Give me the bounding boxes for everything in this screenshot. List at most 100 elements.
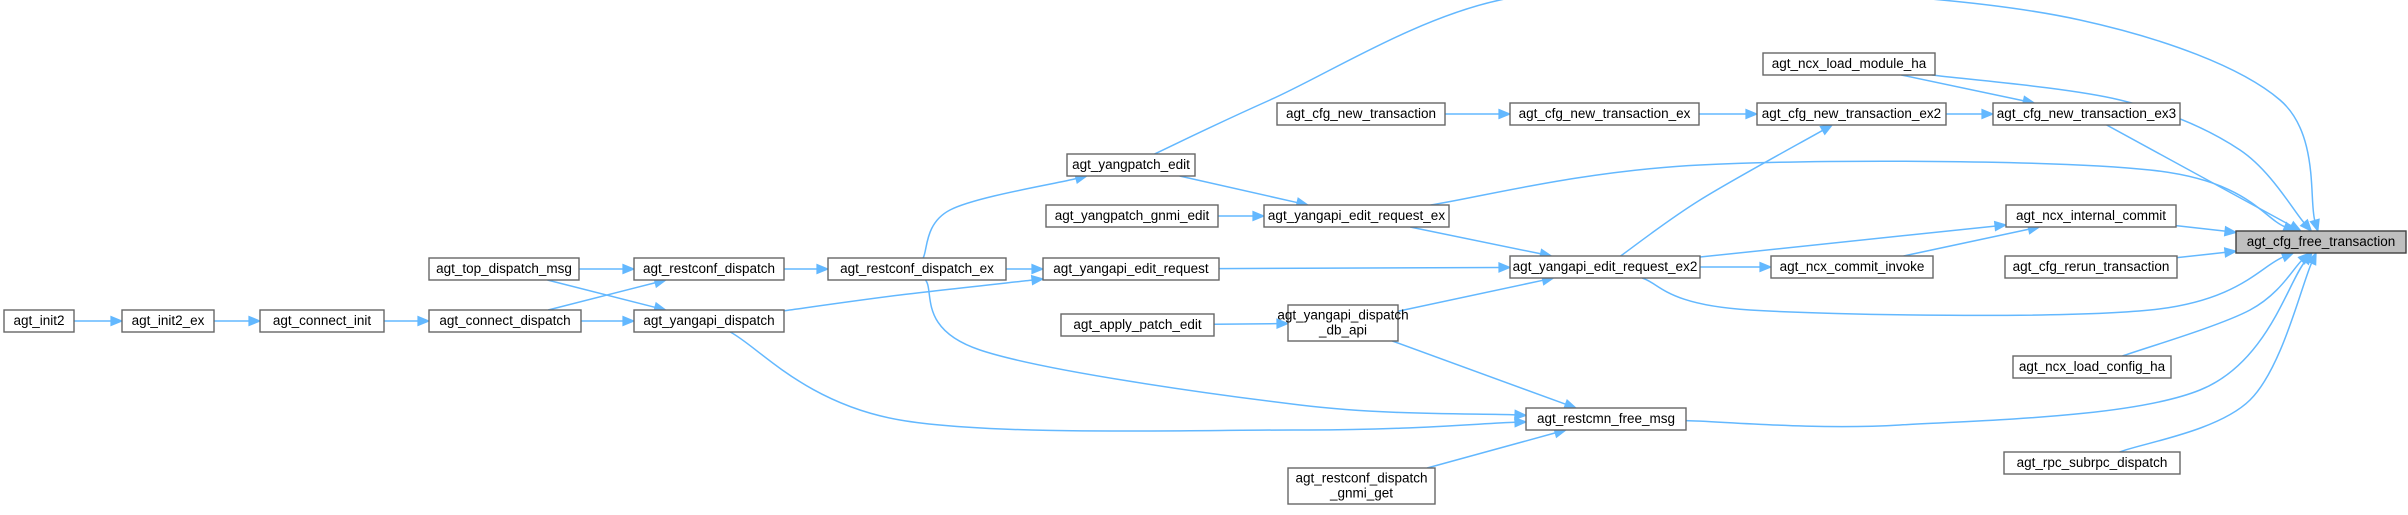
node-box — [1992, 102, 2181, 126]
edge-arrowhead — [110, 315, 124, 327]
node-box — [1287, 467, 1436, 505]
node-agt_ncx_load_config_ha[interactable]: agt_ncx_load_config_ha — [2012, 355, 2172, 379]
edge-line — [1409, 226, 1541, 255]
node-agt_yangapi_dispatch_db_api[interactable]: agt_yangapi_dispatch_db_api — [1277, 304, 1409, 342]
node-agt_restconf_dispatch[interactable]: agt_restconf_dispatch — [633, 257, 785, 281]
node-label: agt_connect_dispatch — [439, 313, 570, 328]
node-agt_top_dispatch_msg[interactable]: agt_top_dispatch_msg — [428, 257, 580, 281]
node-box — [633, 257, 785, 281]
node-agt_cfg_rerun_transaction[interactable]: agt_cfg_rerun_transaction — [2004, 255, 2178, 279]
edge-line — [2176, 251, 2226, 259]
node-label: agt_yangapi_edit_request_ex2 — [1513, 259, 1698, 274]
edge-line — [1901, 74, 2024, 102]
node-agt_apply_patch_edit[interactable]: agt_apply_patch_edit — [1060, 313, 1215, 337]
node-agt_ncx_commit_invoke[interactable]: agt_ncx_commit_invoke — [1770, 255, 1934, 279]
node-agt_cfg_new_transaction_ex3[interactable]: agt_cfg_new_transaction_ex3 — [1992, 102, 2181, 126]
node-label: agt_connect_init — [273, 313, 372, 328]
node-agt_yangapi_edit_request_ex2[interactable]: agt_yangapi_edit_request_ex2 — [1509, 255, 1701, 279]
edges-layer — [74, 0, 2320, 469]
edge-arrowhead — [2299, 218, 2313, 233]
node-label: agt_restconf_dispatch — [1295, 471, 1427, 486]
edge-line — [1218, 266, 1500, 270]
edge-agt_init2-to-agt_init2_ex — [74, 315, 124, 327]
edge-arrowhead — [816, 263, 830, 275]
edge-line — [1397, 279, 1543, 312]
edge-agt_restconf_dispatch_ex-to-agt_restcmn_free_msg — [924, 279, 1528, 421]
edge-agt_ncx_internal_commit-to-agt_cfg_free_transaction — [2175, 224, 2238, 237]
edge-line — [1641, 256, 2284, 317]
edge-agt_yangpatch_edit-to-agt_yangapi_edit_request_ex — [1179, 175, 1310, 208]
edge-arrowhead — [2306, 251, 2317, 266]
node-box — [2235, 230, 2407, 254]
edge-agt_restconf_dispatch_gnmi_get-to-agt_restcmn_free_msg — [1426, 427, 1568, 469]
edge-arrowhead — [1819, 124, 1834, 136]
node-agt_init2[interactable]: agt_init2 — [3, 309, 75, 333]
edge-arrowhead — [2223, 247, 2238, 258]
edge-arrowhead — [417, 315, 431, 327]
node-box — [1042, 257, 1220, 281]
node-box — [1756, 102, 1947, 126]
edge-arrowhead — [622, 263, 636, 275]
node-agt_yangapi_dispatch[interactable]: agt_yangapi_dispatch — [633, 309, 785, 333]
edge-agt_cfg_new_transaction_ex2-to-agt_cfg_new_transaction_ex3 — [1946, 108, 1995, 120]
edge-arrowhead — [1514, 409, 1528, 421]
edge-arrowhead — [2309, 218, 2320, 233]
node-box — [1263, 204, 1450, 228]
edge-line — [2122, 260, 2303, 357]
node-box — [633, 309, 785, 333]
edge-agt_yangpatch_gnmi_edit-to-agt_yangapi_edit_request_ex — [1218, 210, 1266, 222]
node-agt_yangapi_edit_request_ex[interactable]: agt_yangapi_edit_request_ex — [1263, 204, 1450, 228]
edge-agt_yangapi_dispatch_db_api-to-agt_yangapi_edit_request_ex2 — [1397, 275, 1556, 312]
edge-line — [2175, 224, 2226, 232]
edge-line — [1179, 175, 1298, 204]
edge-arrowhead — [2223, 225, 2238, 237]
node-label: agt_cfg_free_transaction — [2247, 234, 2396, 249]
edge-arrowhead — [1030, 274, 1045, 286]
node-agt_yangapi_edit_request[interactable]: agt_yangapi_edit_request — [1042, 257, 1220, 281]
node-label: agt_init2 — [13, 313, 64, 328]
node-label: agt_cfg_new_transaction — [1286, 106, 1436, 121]
node-label: agt_yangpatch_gnmi_edit — [1055, 208, 1210, 223]
node-agt_cfg_new_transaction_ex2[interactable]: agt_cfg_new_transaction_ex2 — [1756, 102, 1947, 126]
edge-line — [1392, 340, 1566, 405]
node-agt_restcmn_free_msg[interactable]: agt_restcmn_free_msg — [1525, 407, 1687, 431]
edge-line — [1685, 261, 2306, 428]
edge-agt_cfg_new_transaction_ex-to-agt_cfg_new_transaction_ex2 — [1699, 108, 1759, 120]
edge-agt_cfg_rerun_transaction-to-agt_cfg_free_transaction — [2176, 247, 2238, 259]
edge-arrowhead — [1514, 416, 1528, 428]
node-agt_connect_init[interactable]: agt_connect_init — [259, 309, 385, 333]
node-box — [2004, 255, 2178, 279]
edge-arrowhead — [622, 315, 636, 327]
node-agt_ncx_load_module_ha[interactable]: agt_ncx_load_module_ha — [1762, 52, 1936, 76]
node-label: agt_yangapi_edit_request — [1053, 261, 1209, 276]
node-agt_yangpatch_gnmi_edit[interactable]: agt_yangpatch_gnmi_edit — [1045, 204, 1219, 228]
node-box — [1509, 102, 1700, 126]
node-agt_cfg_new_transaction_ex[interactable]: agt_cfg_new_transaction_ex — [1509, 102, 1700, 126]
node-agt_restconf_dispatch_ex[interactable]: agt_restconf_dispatch_ex — [827, 257, 1007, 281]
node-box — [2003, 451, 2181, 475]
edge-agt_connect_init-to-agt_connect_dispatch — [384, 315, 431, 327]
node-agt_ncx_internal_commit[interactable]: agt_ncx_internal_commit — [2005, 204, 2177, 228]
node-label: agt_cfg_new_transaction_ex2 — [1762, 106, 1941, 121]
edge-agt_apply_patch_edit-to-agt_yangapi_dispatch_db_api — [1213, 318, 1290, 330]
node-box — [428, 257, 580, 281]
node-agt_yangpatch_edit[interactable]: agt_yangpatch_edit — [1066, 153, 1196, 177]
edge-arrowhead — [1276, 318, 1290, 330]
edge-agt_init2_ex-to-agt_connect_init — [214, 315, 262, 327]
edge-agt_top_dispatch_msg-to-agt_restconf_dispatch — [579, 263, 636, 275]
edge-agt_restcmn_free_msg-to-agt_cfg_free_transaction — [1685, 251, 2314, 428]
node-agt_rpc_subrpc_dispatch[interactable]: agt_rpc_subrpc_dispatch — [2003, 451, 2181, 475]
node-label: _gnmi_get — [1329, 486, 1393, 501]
node-agt_connect_dispatch[interactable]: agt_connect_dispatch — [428, 309, 582, 333]
edge-line — [922, 177, 1077, 259]
edge-arrowhead — [1498, 262, 1512, 273]
node-agt_init2_ex[interactable]: agt_init2_ex — [121, 309, 215, 333]
node-agt_restconf_dispatch_gnmi_get[interactable]: agt_restconf_dispatch_gnmi_get — [1287, 467, 1436, 505]
edge-arrowhead — [1563, 398, 1578, 410]
edge-arrowhead — [248, 315, 262, 327]
edge-agt_connect_dispatch-to-agt_yangapi_dispatch — [581, 315, 636, 327]
edge-agt_yangapi_edit_request_ex2-to-agt_ncx_commit_invoke — [1700, 261, 1773, 273]
node-agt_cfg_new_transaction[interactable]: agt_cfg_new_transaction — [1276, 102, 1446, 126]
edge-line — [2119, 262, 2313, 453]
edge-agt_yangapi_edit_request-to-agt_yangapi_edit_request_ex2 — [1218, 262, 1512, 273]
